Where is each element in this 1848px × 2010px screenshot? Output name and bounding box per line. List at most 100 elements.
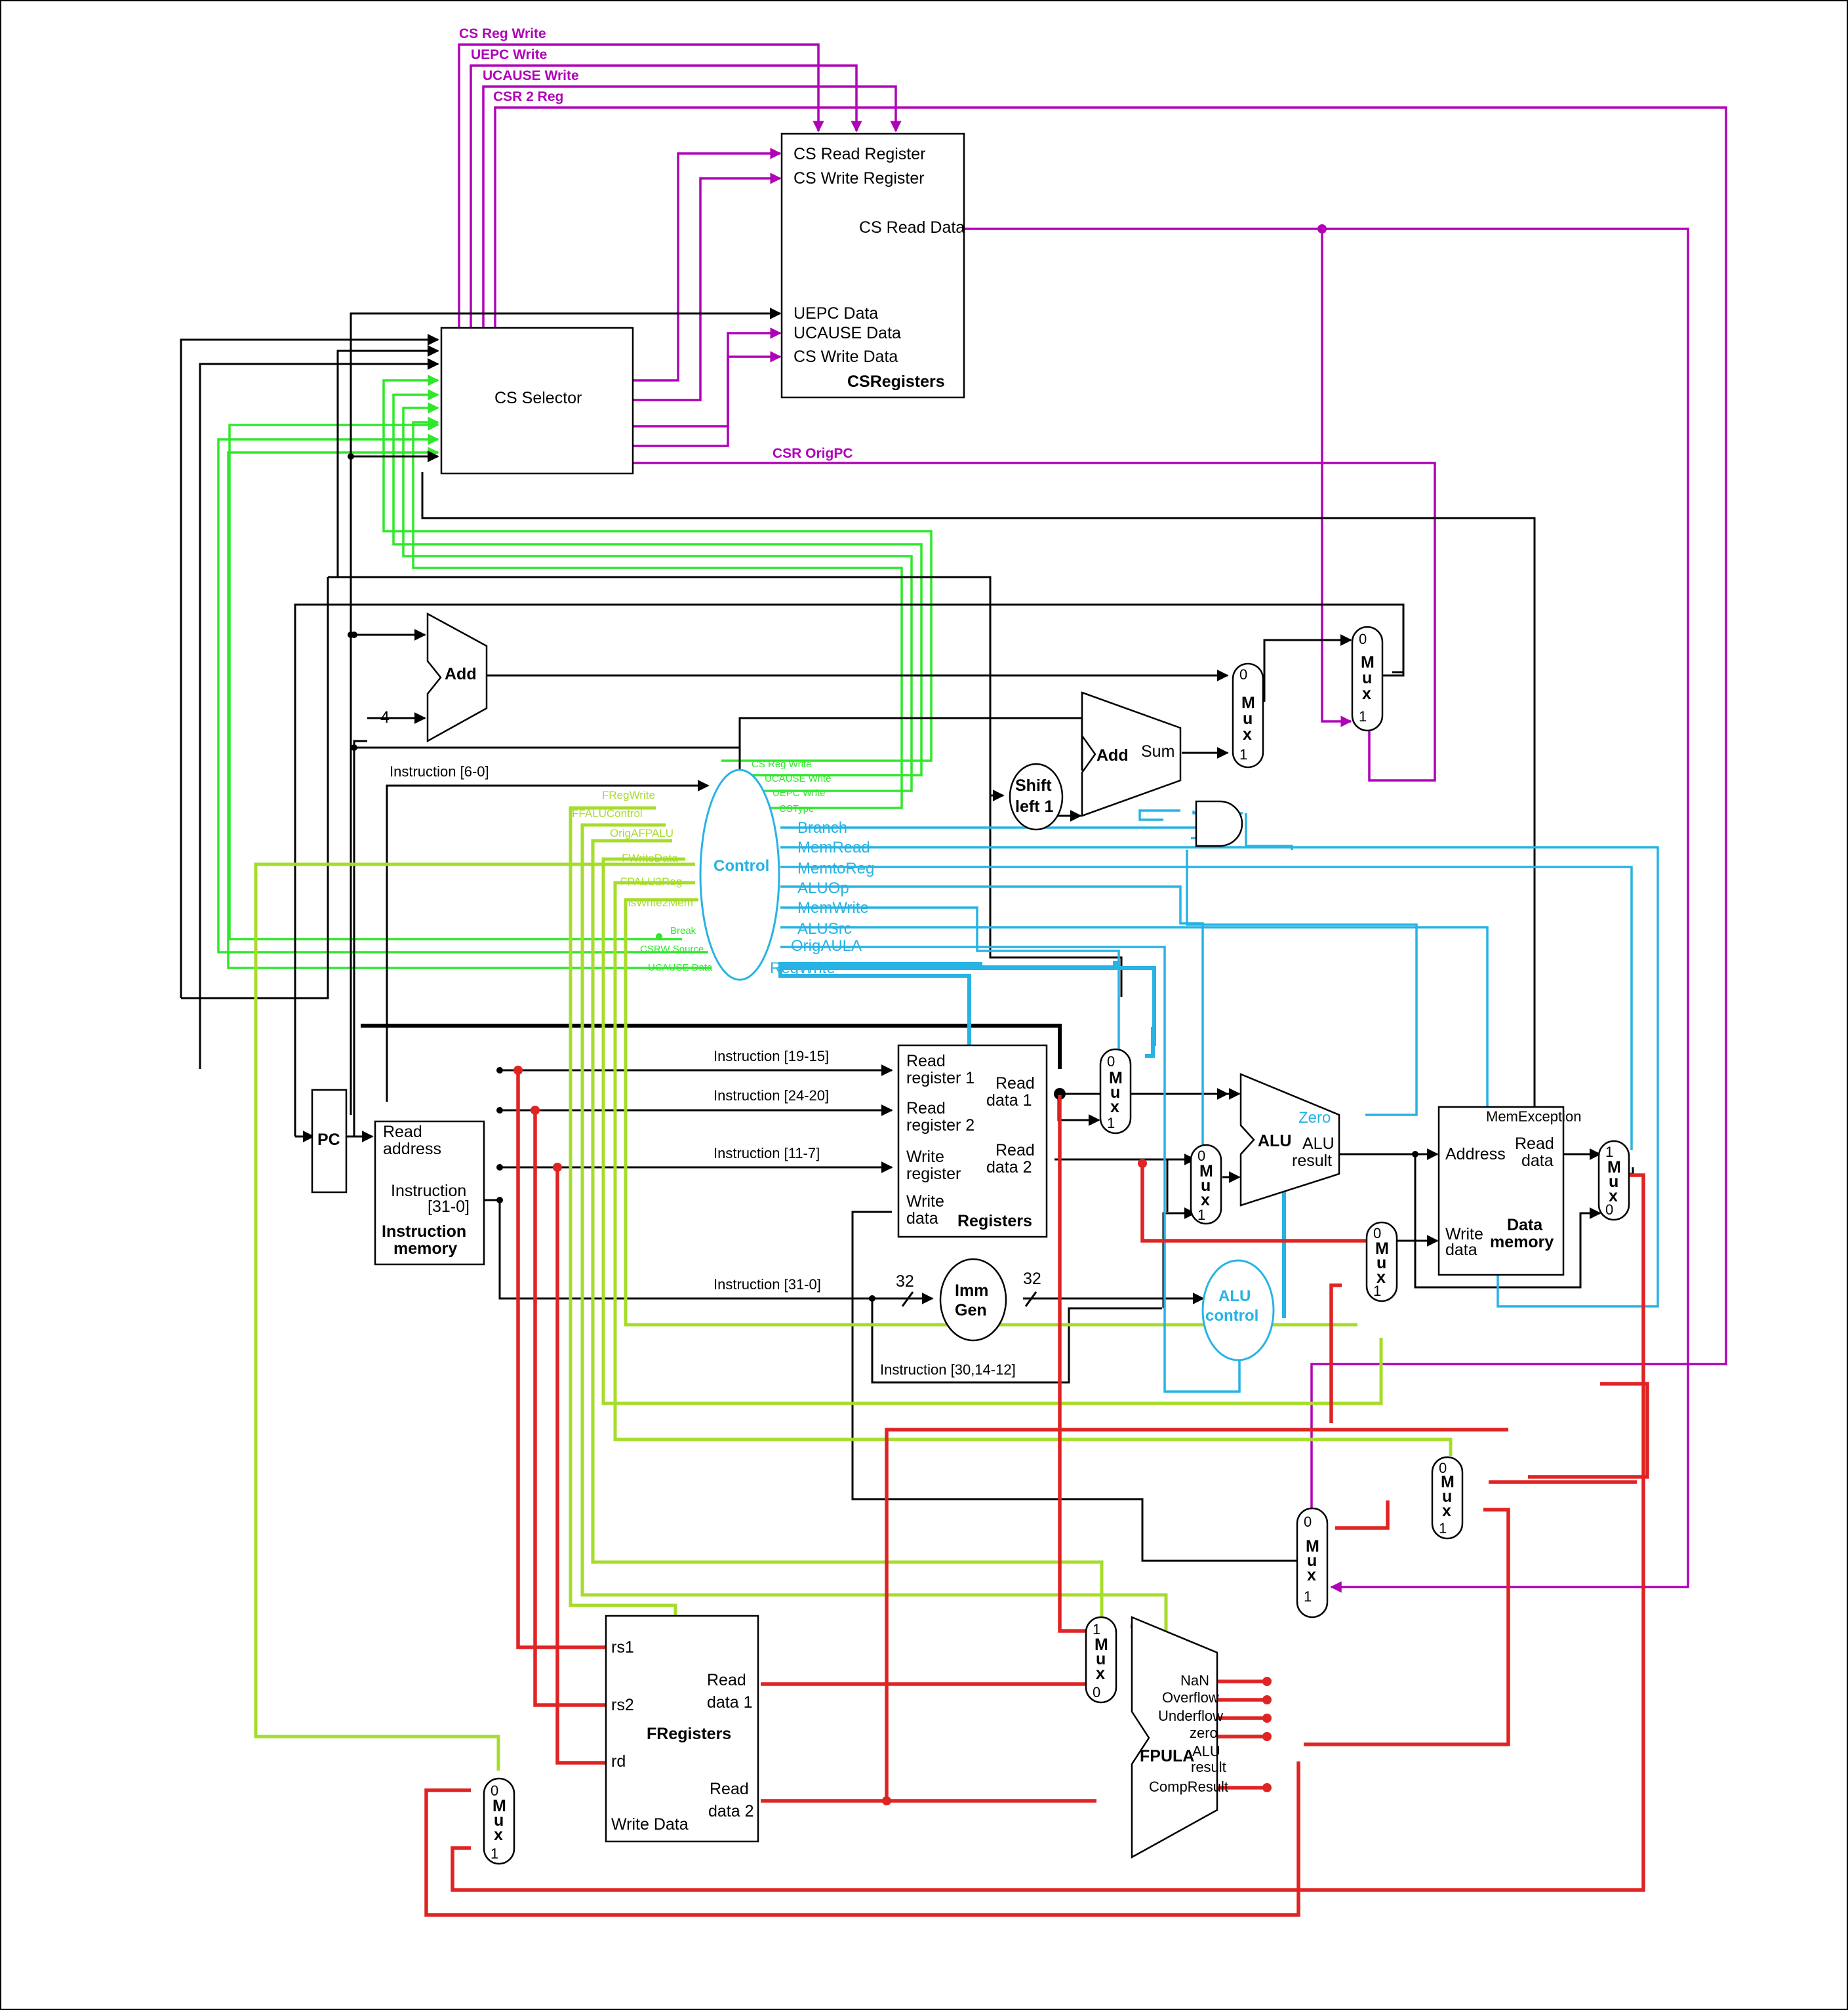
red-wires (424, 1066, 1649, 1917)
svg-text:isWrite2Mem: isWrite2Mem (628, 896, 693, 909)
svg-text:memory: memory (393, 1239, 457, 1258)
svg-text:left 1: left 1 (1015, 797, 1053, 816)
svg-text:Read: Read (710, 1780, 749, 1798)
branch-and-gate (1195, 800, 1243, 847)
purple-wires (458, 43, 1727, 1593)
svg-text:0: 0 (491, 1782, 498, 1799)
svg-text:1: 1 (1197, 1207, 1205, 1223)
svg-text:Break: Break (670, 925, 696, 936)
svg-text:Branch: Branch (797, 819, 847, 837)
svg-text:register 2: register 2 (906, 1116, 974, 1135)
svg-text:register: register (906, 1165, 961, 1183)
fp-register-file: rs1 rs2 rd Write Data Read data 1 Read d… (605, 1615, 759, 1843)
black-wires (180, 308, 1634, 1562)
control-unit: Control CS Reg Write UCAUSE Write UEPC W… (572, 759, 874, 981)
svg-text:M: M (1306, 1537, 1319, 1556)
svg-text:M: M (1095, 1636, 1108, 1654)
mux-fwrite-data: 0 M u x 1 (483, 1777, 515, 1865)
svg-text:0: 0 (1605, 1201, 1613, 1218)
svg-text:Read: Read (995, 1074, 1035, 1093)
svg-text:32: 32 (1023, 1270, 1041, 1288)
instr-rs1-label: Instruction [19-15] (713, 1048, 829, 1064)
svg-text:FPALU2Reg: FPALU2Reg (620, 875, 682, 888)
svg-text:x: x (1201, 1191, 1210, 1209)
shift-left-1: Shift left 1 (1009, 763, 1064, 831)
label-csr-origpc: CSR OrigPC (773, 446, 853, 461)
cs-read-register-label: CS Read Register (793, 145, 925, 163)
svg-text:x: x (1110, 1098, 1119, 1116)
svg-text:rs2: rs2 (611, 1696, 634, 1714)
svg-text:x: x (1307, 1566, 1316, 1584)
cs-registers-block: CS Read Register CS Write Register CS Re… (780, 132, 965, 399)
svg-text:x: x (1096, 1664, 1105, 1683)
svg-text:M: M (1241, 694, 1255, 712)
svg-text:x: x (1609, 1187, 1618, 1205)
svg-text:ALUOp: ALUOp (797, 879, 849, 897)
branch-adder: Add Sum (1081, 691, 1182, 817)
svg-text:Read: Read (707, 1671, 746, 1689)
cs-read-data-label: CS Read Data (859, 218, 965, 237)
mux-reg-write-data: 0 M u x 1 (1296, 1507, 1329, 1618)
svg-text:M: M (1375, 1239, 1389, 1258)
instr-funct-label: Instruction [30,14-12] (880, 1361, 1016, 1378)
svg-text:data 2: data 2 (986, 1158, 1032, 1176)
svg-text:result: result (1191, 1759, 1226, 1775)
svg-text:UCAUSE Data: UCAUSE Data (648, 962, 713, 973)
control-title: Control (713, 857, 769, 875)
svg-text:Instruction: Instruction (382, 1222, 466, 1241)
svg-text:MemWrite: MemWrite (797, 899, 869, 917)
svg-text:MemException: MemException (1486, 1108, 1582, 1125)
svg-text:x: x (1442, 1502, 1451, 1520)
mux-mem-to-reg: 1 M u x 0 (1597, 1140, 1630, 1221)
fp-alu: NaN Overflow Underflow zero FPULA ALU re… (1131, 1616, 1228, 1859)
register-file: Read register 1 Read register 2 Write re… (897, 1044, 1048, 1238)
svg-text:CompResult: CompResult (1149, 1779, 1228, 1795)
svg-text:CSType: CSType (779, 803, 814, 814)
svg-text:data: data (1521, 1152, 1554, 1170)
alu-control: ALU control (1201, 1259, 1275, 1361)
label-ucause-write: UCAUSE Write (483, 68, 579, 83)
blue-wires (778, 809, 1659, 1393)
ucause-data-label: UCAUSE Data (793, 324, 901, 342)
mux-fp-alu-to-mem: 0 M u x 1 (1365, 1221, 1398, 1302)
svg-text:OrigAFPALU: OrigAFPALU (610, 827, 673, 839)
svg-text:0: 0 (1093, 1684, 1100, 1700)
svg-text:CSRW Source: CSRW Source (640, 944, 704, 955)
yellow-wires (254, 806, 1453, 1771)
imm-gen: Imm Gen 32 32 (896, 1258, 1041, 1342)
svg-text:data: data (1445, 1241, 1477, 1259)
mux-alusrc: 0 M u x 1 (1190, 1144, 1222, 1225)
svg-text:FRegisters: FRegisters (647, 1725, 731, 1743)
svg-text:MemRead: MemRead (797, 839, 870, 856)
svg-text:0: 0 (1107, 1053, 1115, 1070)
svg-text:data: data (906, 1209, 938, 1228)
svg-text:M: M (1441, 1473, 1455, 1491)
svg-text:NaN: NaN (1180, 1672, 1209, 1689)
uepc-data-label: UEPC Data (793, 304, 878, 323)
svg-text:UEPC Write: UEPC Write (773, 788, 826, 799)
mux-pc-select: 0 M u x 1 (1232, 662, 1264, 769)
svg-text:u: u (1201, 1176, 1211, 1195)
svg-text:register 1: register 1 (906, 1069, 974, 1087)
mux-orig-afpalu: 1 M u x 0 (1085, 1616, 1117, 1704)
svg-text:Shift: Shift (1015, 776, 1052, 795)
svg-text:u: u (494, 1811, 504, 1830)
svg-text:memory: memory (1490, 1233, 1554, 1251)
svg-text:Read: Read (906, 1099, 946, 1117)
branch-adder-label: Add (1096, 746, 1129, 765)
svg-text:M: M (1607, 1158, 1621, 1176)
svg-text:[31-0]: [31-0] (428, 1197, 470, 1216)
svg-text:zero: zero (1190, 1725, 1218, 1741)
svg-text:FFALUControl: FFALUControl (572, 807, 643, 820)
instr-rs2-label: Instruction [24-20] (713, 1087, 829, 1104)
alu: ALU Zero ALU result (1239, 1073, 1340, 1207)
svg-text:u: u (1243, 710, 1253, 728)
svg-text:OrigAULA: OrigAULA (791, 937, 862, 955)
svg-text:x: x (1362, 685, 1371, 703)
svg-text:Write: Write (906, 1148, 944, 1166)
svg-text:address: address (383, 1140, 441, 1158)
svg-text:ALU: ALU (1218, 1287, 1251, 1305)
svg-text:1: 1 (1605, 1144, 1613, 1160)
svg-text:ALUSrc: ALUSrc (797, 920, 852, 938)
svg-text:rs1: rs1 (611, 1638, 634, 1657)
